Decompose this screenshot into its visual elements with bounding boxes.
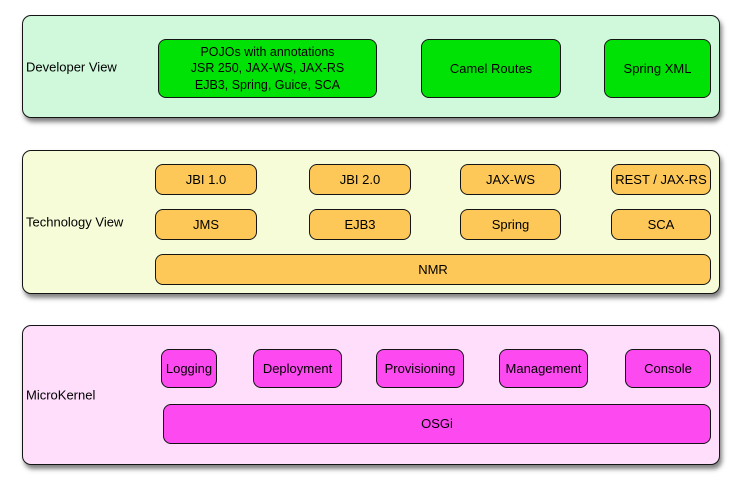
- node-console: Console: [625, 349, 711, 388]
- node-logging: Logging: [161, 349, 217, 388]
- node-pojos-with-annotations: POJOs with annotations JSR 250, JAX-WS, …: [158, 39, 377, 98]
- node-osgi: OSGi: [163, 404, 711, 444]
- node-camel-routes: Camel Routes: [421, 39, 561, 98]
- band-developer-view: Developer View POJOs with annotations JS…: [22, 15, 720, 118]
- node-jbi-1-0: JBI 1.0: [155, 164, 257, 195]
- band-microkernel: MicroKernel Logging Deployment Provision…: [22, 325, 720, 465]
- node-pojos-line-2: JSR 250, JAX-WS, JAX-RS: [190, 61, 345, 76]
- node-jax-ws: JAX-WS: [460, 164, 561, 195]
- band-label-microkernel: MicroKernel: [26, 387, 96, 403]
- node-pojos-line-1: POJOs with annotations: [200, 44, 335, 59]
- node-rest-jax-rs: REST / JAX-RS: [611, 164, 711, 195]
- node-pojos-line-3: EJB3, Spring, Guice, SCA: [194, 77, 341, 92]
- node-deployment: Deployment: [253, 349, 342, 388]
- band-technology-view: Technology View JBI 1.0 JBI 2.0 JAX-WS R…: [22, 150, 720, 294]
- node-spring-xml: Spring XML: [604, 39, 711, 98]
- band-label-technology-view: Technology View: [26, 214, 124, 230]
- node-ejb3: EJB3: [309, 209, 411, 240]
- node-jbi-2-0: JBI 2.0: [309, 164, 411, 195]
- node-sca: SCA: [611, 209, 711, 240]
- band-label-developer-view: Developer View: [26, 59, 117, 74]
- node-spring: Spring: [460, 209, 561, 240]
- node-jms: JMS: [155, 209, 257, 240]
- node-provisioning: Provisioning: [376, 349, 464, 388]
- node-management: Management: [499, 349, 588, 388]
- node-nmr: NMR: [155, 254, 711, 285]
